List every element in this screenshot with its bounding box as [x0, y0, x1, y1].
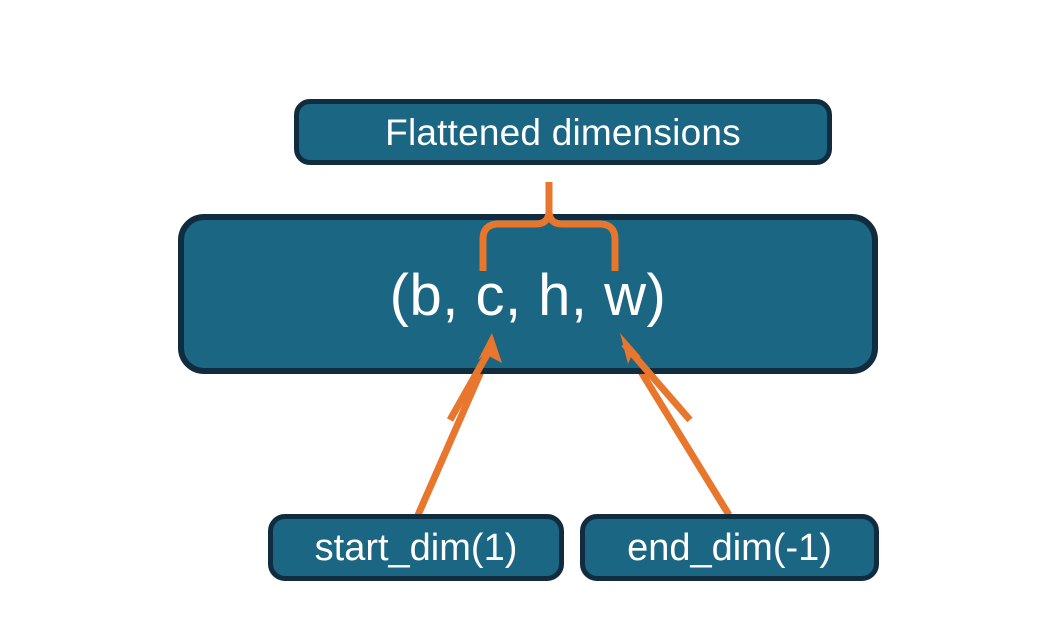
box-tensor-shape-tuple[interactable]: (b, c, h, w) [178, 214, 878, 374]
box-end-dim-label: end_dim(-1) [627, 526, 832, 569]
box-end-dim[interactable]: end_dim(-1) [580, 514, 879, 581]
box-start-dim[interactable]: start_dim(1) [268, 514, 564, 581]
box-tensor-shape-tuple-label: (b, c, h, w) [389, 263, 667, 328]
box-flattened-dimensions[interactable]: Flattened dimensions [294, 99, 832, 165]
box-start-dim-label: start_dim(1) [314, 526, 518, 569]
box-flattened-dimensions-label: Flattened dimensions [385, 111, 741, 153]
